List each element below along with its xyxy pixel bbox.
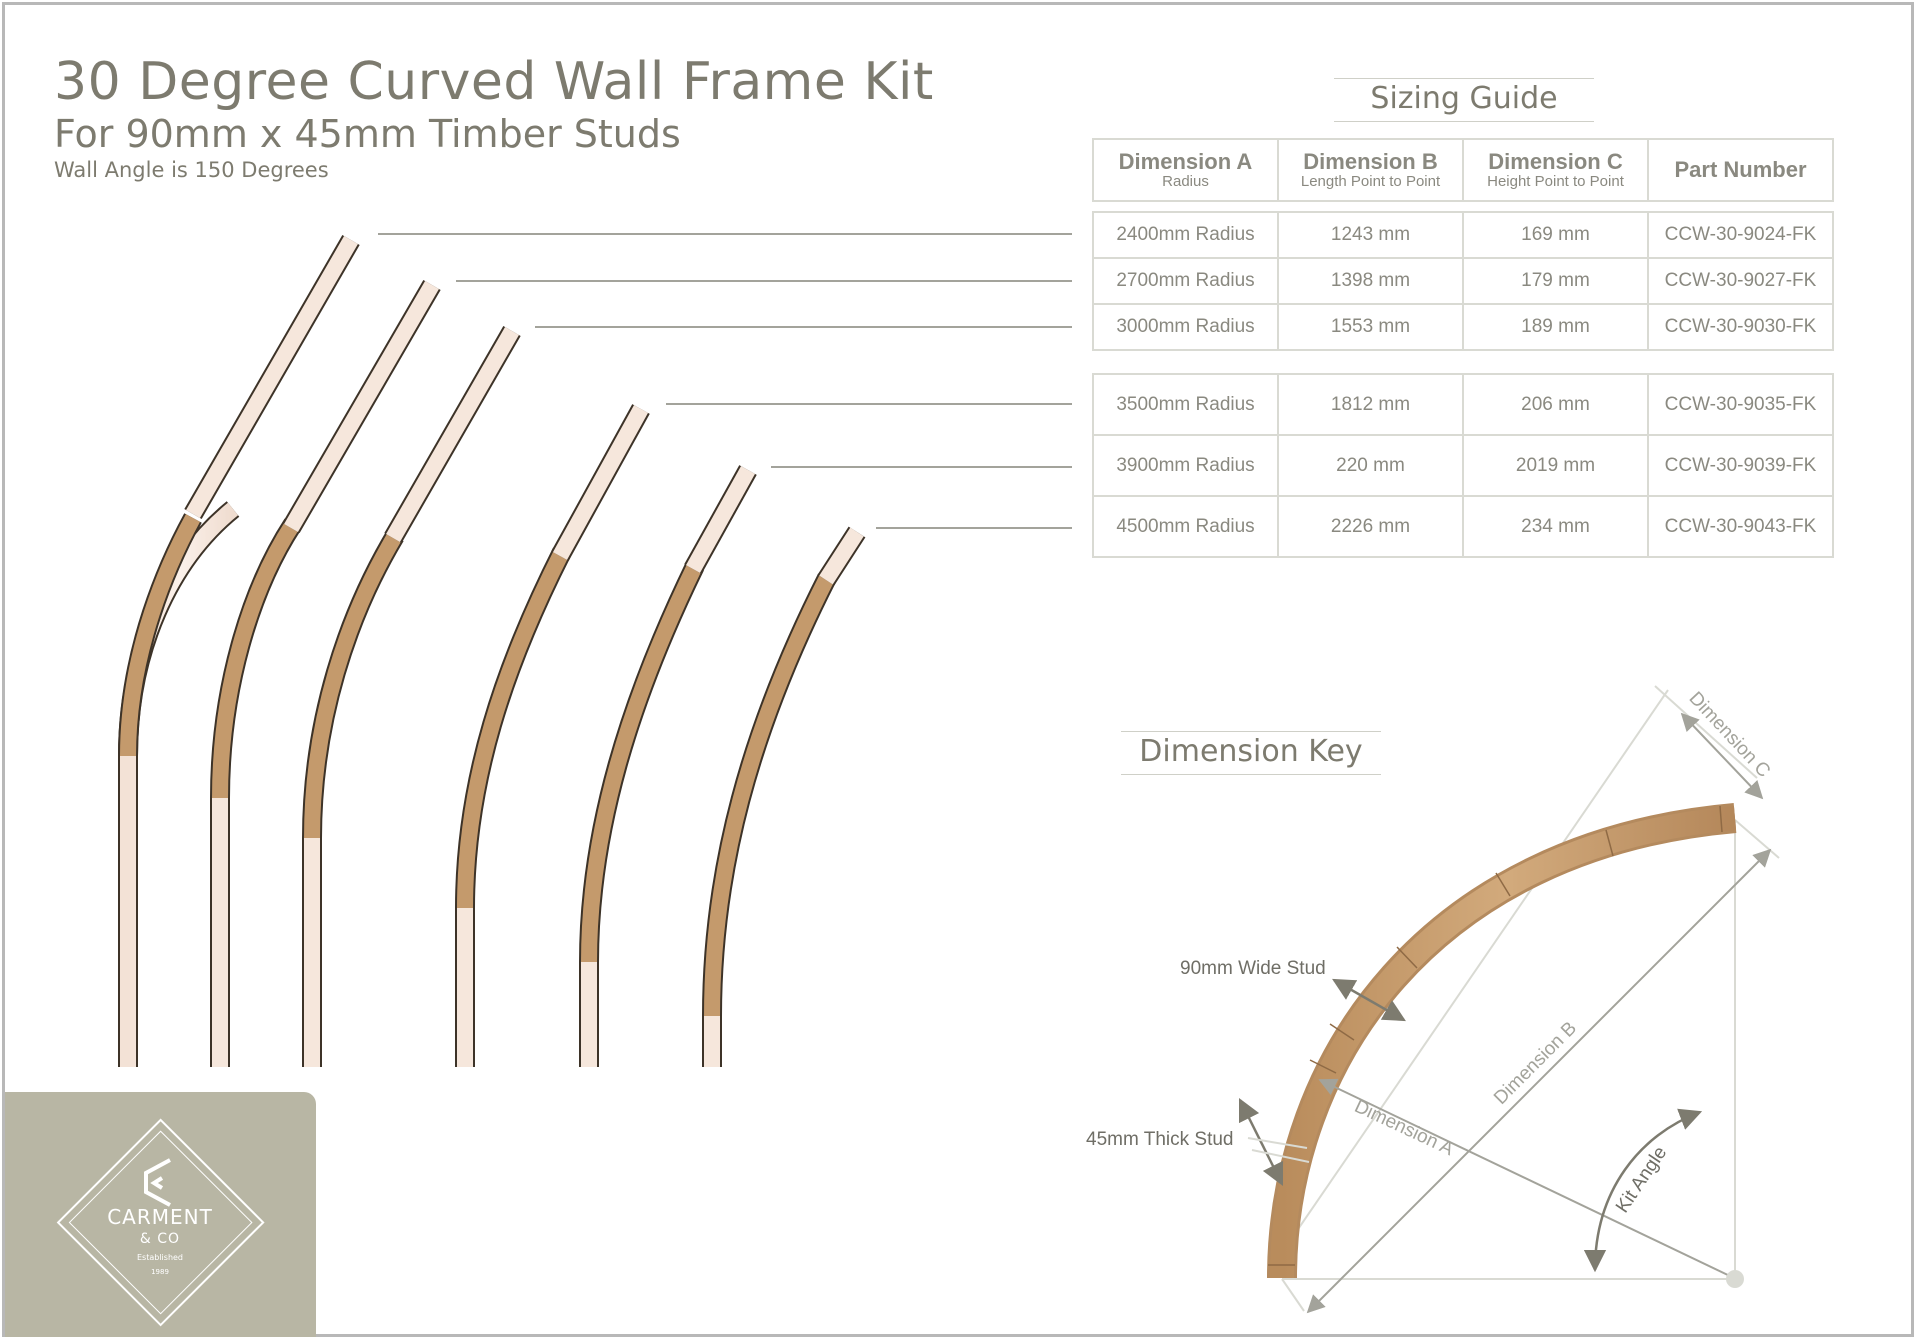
stud-kit-2700 <box>210 279 441 1067</box>
cell-height: 179 mm <box>1462 257 1649 305</box>
cell-radius: 3000mm Radius <box>1092 303 1279 351</box>
sizing-guide-title: Sizing Guide <box>1334 78 1594 122</box>
stud-kit-2400 <box>118 235 360 1067</box>
table-row: 2400mm Radius 1243 mm 169 mm CCW-30-9024… <box>1092 211 1834 259</box>
table-row: 2700mm Radius 1398 mm 179 mm CCW-30-9027… <box>1092 257 1834 305</box>
cell-radius: 4500mm Radius <box>1092 495 1279 558</box>
cell-length: 220 mm <box>1277 434 1464 497</box>
wide-stud-label: 90mm Wide Stud <box>1180 958 1326 979</box>
stud-kit-3000 <box>302 326 521 1067</box>
cell-radius: 3500mm Radius <box>1092 373 1279 436</box>
cell-height: 169 mm <box>1462 211 1649 259</box>
cell-part-number: CCW-30-9035-FK <box>1647 373 1834 436</box>
dimension-key-drawing <box>1238 685 1780 1314</box>
logo-panel: CARMENT & CO Established 1989 <box>5 1092 316 1337</box>
dimension-key-title: Dimension Key <box>1121 731 1381 775</box>
table-row: 4500mm Radius 2226 mm 234 mm CCW-30-9043… <box>1092 495 1834 558</box>
cell-height: 234 mm <box>1462 495 1649 558</box>
page-title: 30 Degree Curved Wall Frame Kit <box>54 52 934 112</box>
cell-part-number: CCW-30-9027-FK <box>1647 257 1834 305</box>
table-row: 3500mm Radius 1812 mm 206 mm CCW-30-9035… <box>1092 373 1834 436</box>
thick-stud-label: 45mm Thick Stud <box>1086 1129 1234 1150</box>
header-part-number: Part Number <box>1647 138 1834 202</box>
cell-radius: 2700mm Radius <box>1092 257 1279 305</box>
cell-length: 1398 mm <box>1277 257 1464 305</box>
logo-year: 1989 <box>151 1268 169 1276</box>
sizing-table-group-2: 3500mm Radius 1812 mm 206 mm CCW-30-9035… <box>1092 373 1834 558</box>
cell-length: 1553 mm <box>1277 303 1464 351</box>
cell-length: 1812 mm <box>1277 373 1464 436</box>
cell-part-number: CCW-30-9043-FK <box>1647 495 1834 558</box>
logo-co: & CO <box>139 1231 181 1247</box>
logo-established: Established <box>136 1253 184 1262</box>
cell-height: 189 mm <box>1462 303 1649 351</box>
cell-part-number: CCW-30-9024-FK <box>1647 211 1834 259</box>
table-row: 3900mm Radius 220 mm 2019 mm CCW-30-9039… <box>1092 434 1834 497</box>
cell-radius: 2400mm Radius <box>1092 211 1279 259</box>
leader-lines <box>378 233 1072 529</box>
cell-height: 2019 mm <box>1462 434 1649 497</box>
stud-kit-4500 <box>702 526 866 1067</box>
stud-kit-3900 <box>579 465 757 1067</box>
cell-length: 1243 mm <box>1277 211 1464 259</box>
cell-radius: 3900mm Radius <box>1092 434 1279 497</box>
wall-angle-note: Wall Angle is 150 Degrees <box>54 158 329 182</box>
cell-part-number: CCW-30-9039-FK <box>1647 434 1834 497</box>
sizing-table-group-1: 2400mm Radius 1243 mm 169 mm CCW-30-9024… <box>1092 211 1834 351</box>
cell-length: 2226 mm <box>1277 495 1464 558</box>
page-subtitle: For 90mm x 45mm Timber Studs <box>54 112 681 156</box>
stud-kit-3500 <box>455 404 650 1067</box>
table-row: 3000mm Radius 1553 mm 189 mm CCW-30-9030… <box>1092 303 1834 351</box>
cell-part-number: CCW-30-9030-FK <box>1647 303 1834 351</box>
logo-name: CARMENT <box>107 1205 213 1229</box>
cell-height: 206 mm <box>1462 373 1649 436</box>
